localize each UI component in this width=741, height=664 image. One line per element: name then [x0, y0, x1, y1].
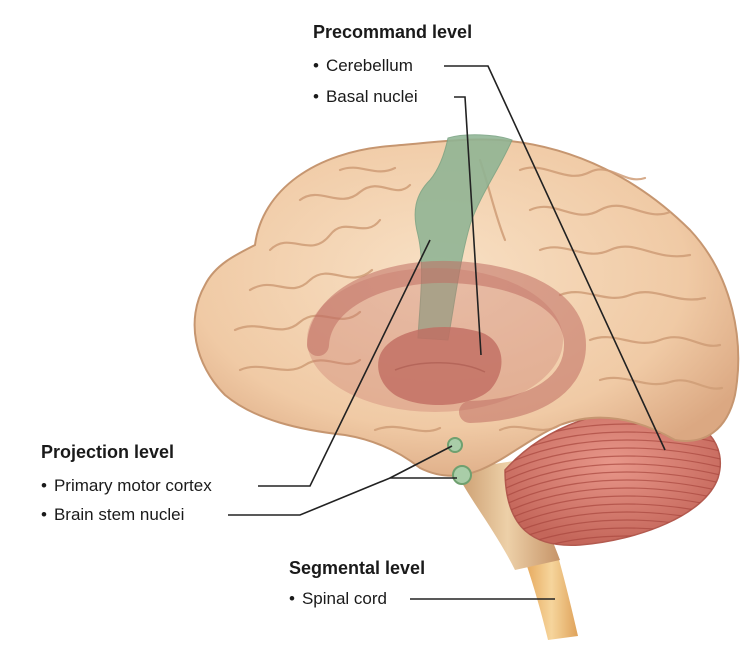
brain-stem-nuclei-label: Brain stem nuclei: [41, 505, 184, 525]
spinal-cord-label-text: Spinal cord: [301, 589, 388, 608]
projection-level-heading: Projection level: [41, 442, 175, 462]
brain-stem-shape: [455, 460, 560, 570]
basal-nuclei-label-text: Basal nuclei: [325, 87, 418, 106]
cerebellum-label-text: Cerebellum: [325, 56, 413, 75]
cerebellum-leader-line: [444, 65, 666, 451]
brain-stem-nuclei-leader-line: [228, 477, 457, 516]
basal-nuclei-leader-line: [454, 96, 482, 356]
spinal-cord-shape: [525, 556, 578, 640]
primary-motor-cortex-label-text: Primary motor cortex: [53, 476, 212, 495]
brain-stem-nuclei-shape: [447, 437, 472, 485]
primary-motor-cortex-leader-line: [258, 239, 431, 487]
cerebellum-label: Cerebellum: [313, 56, 413, 76]
basal-nuclei-shape: [307, 260, 587, 423]
spinal-cord-label: Spinal cord: [289, 589, 387, 609]
brain-stem-nuclei-leader-line-upper: [389, 445, 453, 479]
precommand-level-heading: Precommand level: [313, 22, 473, 42]
segmental-level-heading: Segmental level: [289, 558, 426, 578]
primary-motor-cortex-label: Primary motor cortex: [41, 476, 212, 496]
cerebrum-shape: [193, 138, 740, 477]
basal-nuclei-label: Basal nuclei: [313, 87, 418, 107]
brain-stem-nuclei-label-text: Brain stem nuclei: [53, 505, 185, 524]
